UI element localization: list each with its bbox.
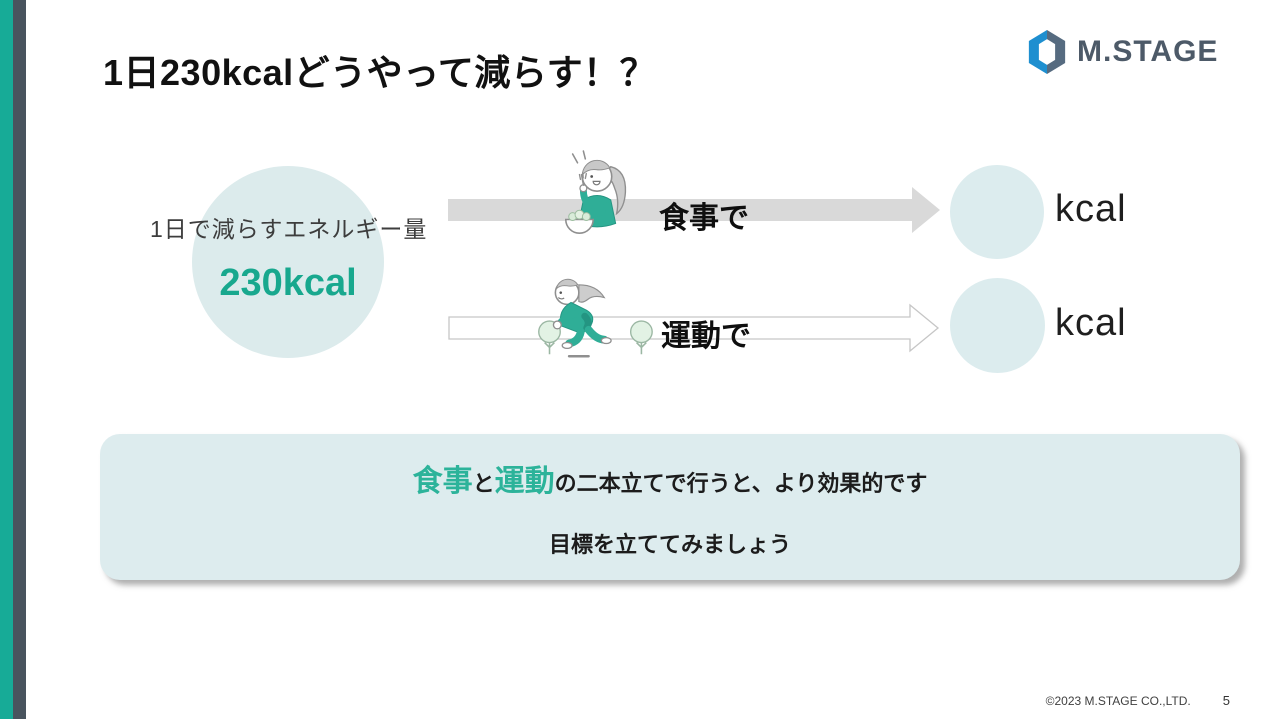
energy-value: 230kcal (219, 262, 357, 304)
left-accent-bar-slate (13, 0, 26, 719)
message-box: 食事と運動の二本立てで行うと、より効果的です 目標を立ててみましょう (100, 434, 1240, 580)
tree-icon (629, 320, 653, 355)
page-number: 5 (1222, 693, 1230, 708)
diet-kcal-fill-in-circle (950, 165, 1044, 259)
left-accent-bar-teal (0, 0, 13, 719)
exercise-kcal-fill-in-circle (950, 278, 1045, 373)
exercise-row-label: 運動で (661, 320, 751, 353)
keyword-exercise: 運動 (494, 465, 555, 498)
exercise-kcal-unit: kcal (1055, 302, 1127, 344)
energy-circle (192, 166, 384, 358)
diet-arrow-right-icon (448, 187, 940, 233)
message-line1-rest: の二本立てで行うと、より効果的です (554, 471, 928, 496)
slide-title: 1日230kcalどうやって減らす！？ (103, 52, 657, 93)
woman-eating-illustration (564, 150, 627, 234)
slide-footer: ©2023 M.STAGE CO.,LTD. 5 (1046, 693, 1230, 708)
message-line2: 目標を立ててみましょう (548, 532, 791, 557)
hexagon-logo-icon (1028, 30, 1066, 74)
keyword-diet: 食事 (412, 465, 473, 498)
exercise-arrow-right-icon (448, 303, 940, 353)
logo-text: M.STAGE (1077, 35, 1219, 68)
connector-text: と (472, 471, 495, 496)
energy-label: 1日で減らすエネルギー量 (150, 216, 428, 242)
message-line1: 食事と運動の二本立てで行うと、より効果的です (100, 464, 1240, 505)
diet-kcal-unit: kcal (1055, 188, 1127, 230)
mstage-logo: M.STAGE (1026, 30, 1218, 74)
woman-running-illustration (538, 278, 653, 358)
copyright-text: ©2023 M.STAGE CO.,LTD. (1045, 694, 1191, 708)
diet-row-label: 食事で (659, 202, 749, 235)
